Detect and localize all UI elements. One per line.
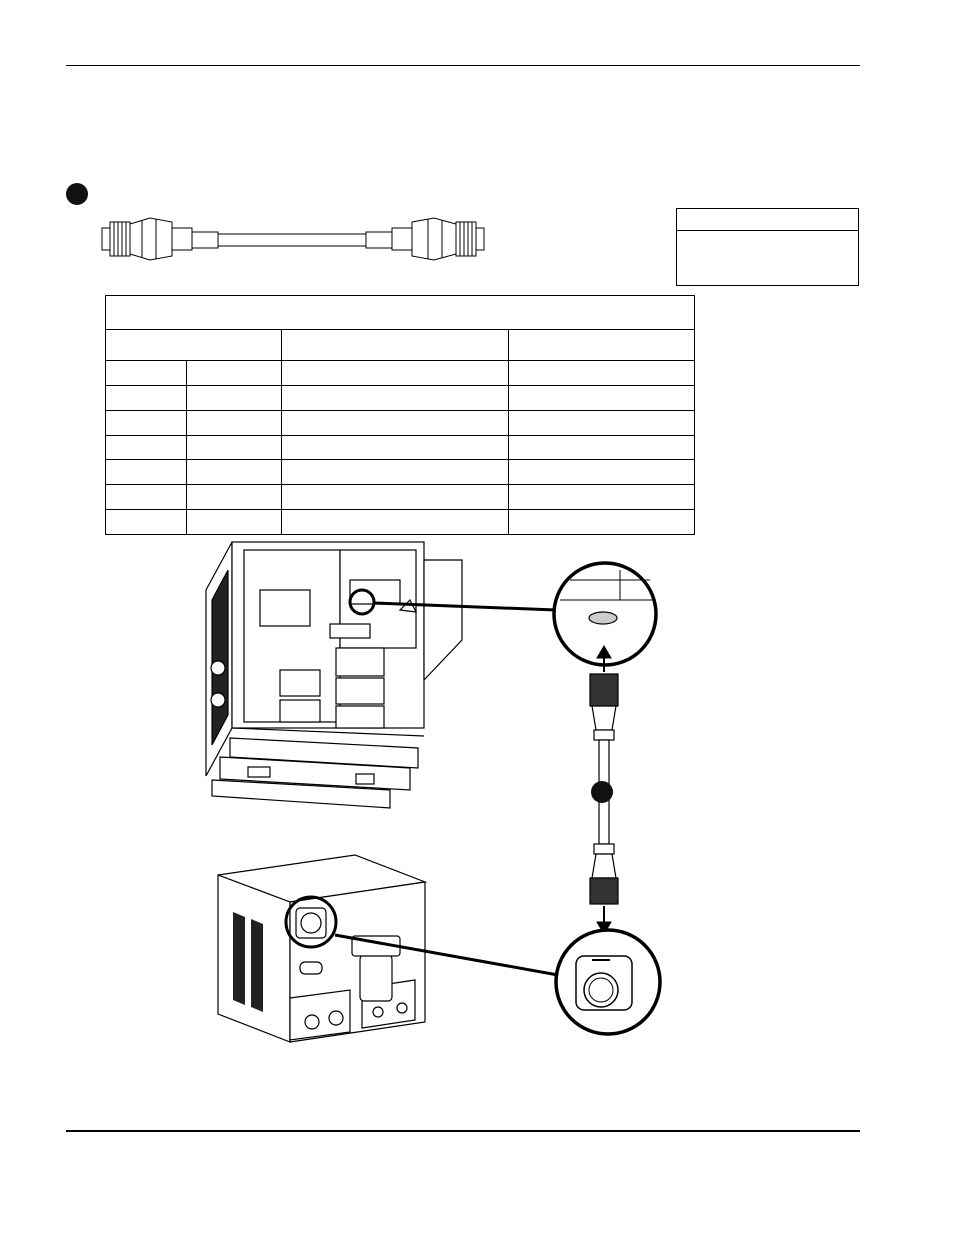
table-cell: [105, 509, 187, 535]
table-cell: [281, 384, 509, 411]
table-cell: [105, 360, 187, 386]
table-cell: [186, 509, 282, 535]
table-cell: [281, 409, 509, 436]
table-cell: [186, 360, 282, 386]
table-cell: [105, 434, 187, 461]
table-cell: [281, 459, 509, 486]
part-number-box: [676, 208, 859, 286]
table-row: [105, 434, 695, 461]
footer-rule: [66, 1130, 860, 1132]
table-cell: [281, 509, 509, 535]
header-rule: [66, 65, 860, 66]
pinout-table: [105, 295, 695, 535]
table-row: [105, 360, 695, 386]
table-row: [105, 459, 695, 486]
table-cell: [508, 360, 695, 386]
pinout-table-title: [105, 295, 695, 330]
table-cell: [508, 509, 695, 535]
table-cell: [186, 384, 282, 411]
table-cell: [508, 409, 695, 436]
table-cell: [281, 484, 509, 511]
pinout-header-cell: [281, 329, 509, 361]
table-cell: [105, 384, 187, 411]
table-row: [105, 509, 695, 535]
pinout-header-cell: [105, 329, 282, 361]
table-cell: [508, 384, 695, 411]
table-cell: [186, 409, 282, 436]
callout-dot-icon: [66, 183, 88, 205]
pinout-header-cell: [508, 329, 695, 361]
table-cell: [105, 484, 187, 511]
table-row: [105, 384, 695, 411]
table-row: [105, 409, 695, 436]
part-number-header: [677, 209, 858, 231]
